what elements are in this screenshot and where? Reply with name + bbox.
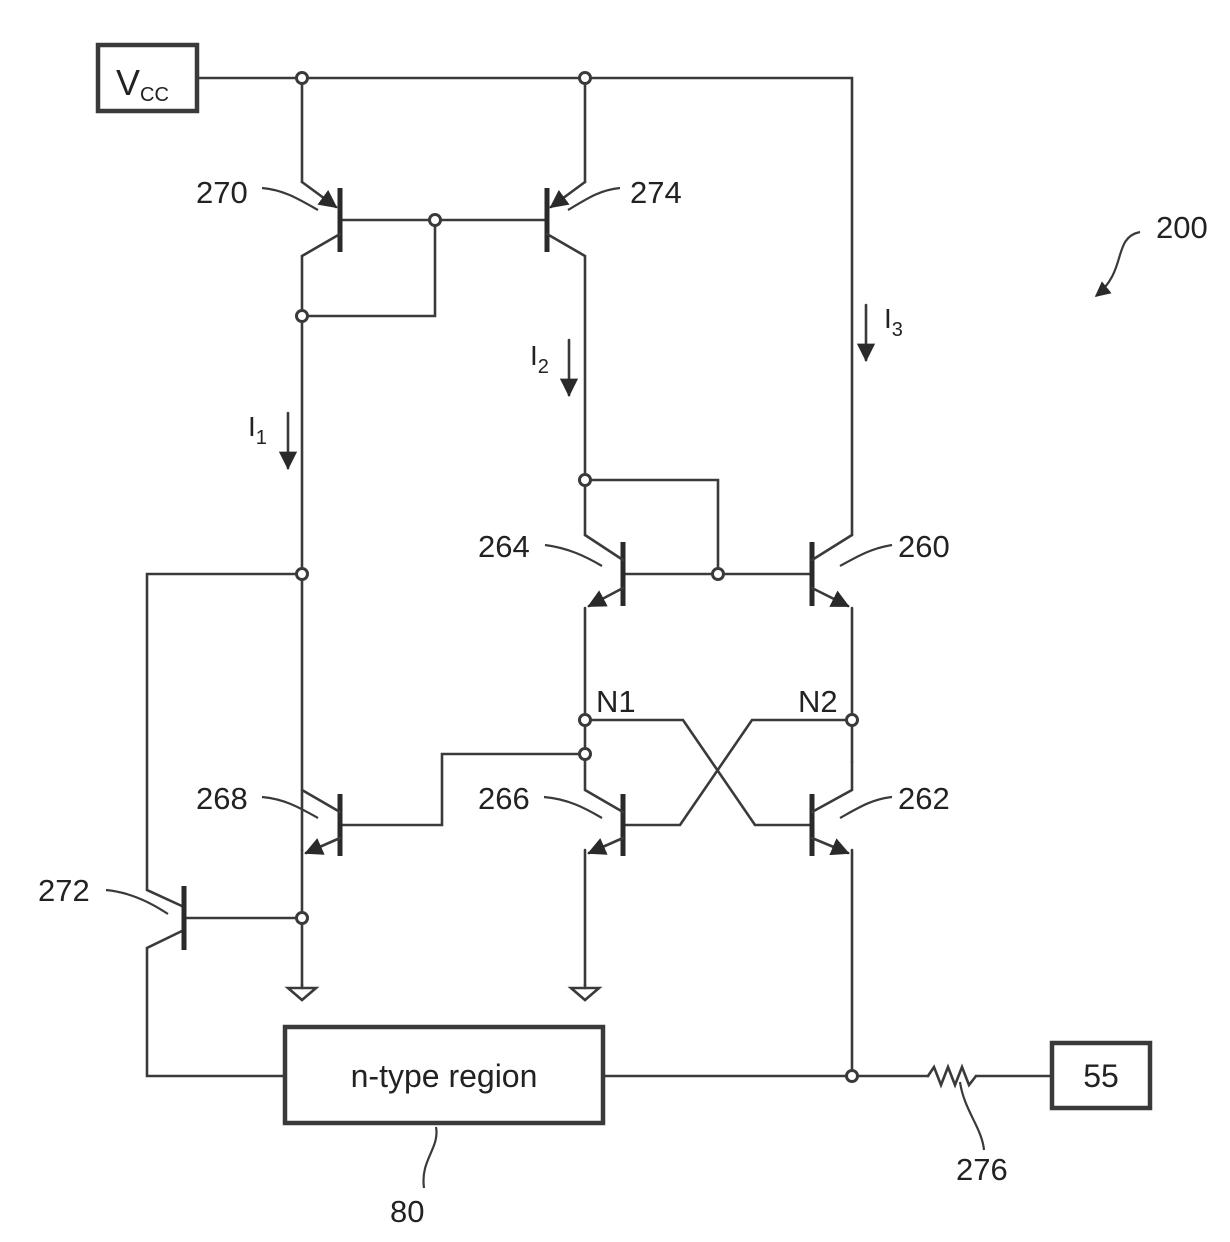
current-labels: I1 I2 I3 [248,303,903,449]
transistor-268 [302,790,340,856]
transistor-264 [585,535,623,606]
node-n1-label: N1 [596,684,636,719]
output-box-55: 55 [1052,1043,1150,1108]
vcc-subscript: CC [140,84,169,106]
n-type-region-label: n-type region [351,1058,538,1094]
current-i3-label: I3 [884,303,903,341]
junction-dots [297,73,858,1082]
figure-number-label: 200 [1156,210,1208,245]
current-i1-label: I1 [248,411,267,449]
resistor-reference-label: 276 [956,1152,1008,1187]
node-n2-label: N2 [798,684,838,719]
reference-labels: 200 270 274 264 260 268 266 262 272 N1 N… [38,175,1208,1229]
transistor-270 [302,182,340,256]
vcc-label: V [116,62,140,103]
transistor-266-label: 266 [478,781,530,816]
n-type-region-box: n-type region [285,1027,603,1123]
transistor-266 [585,760,623,856]
transistor-264-label: 264 [478,529,530,564]
current-arrows [288,305,866,468]
transistor-260 [812,535,852,606]
transistor-262 [812,762,852,856]
transistor-268-label: 268 [196,781,248,816]
transistor-262-label: 262 [898,781,950,816]
transistor-270-label: 270 [196,175,248,210]
region-reference-label: 80 [390,1194,424,1229]
transistor-274 [547,182,585,256]
transistor-272-label: 272 [38,873,90,908]
transistor-260-label: 260 [898,529,950,564]
transistor-274-label: 274 [630,175,682,210]
ground-symbol-middle [571,985,599,1000]
ground-symbol-left [288,985,316,1000]
vcc-supply-box: VCC [98,45,197,111]
wires [147,78,1052,1085]
output-box-label: 55 [1083,1058,1119,1094]
current-i2-label: I2 [530,340,549,378]
